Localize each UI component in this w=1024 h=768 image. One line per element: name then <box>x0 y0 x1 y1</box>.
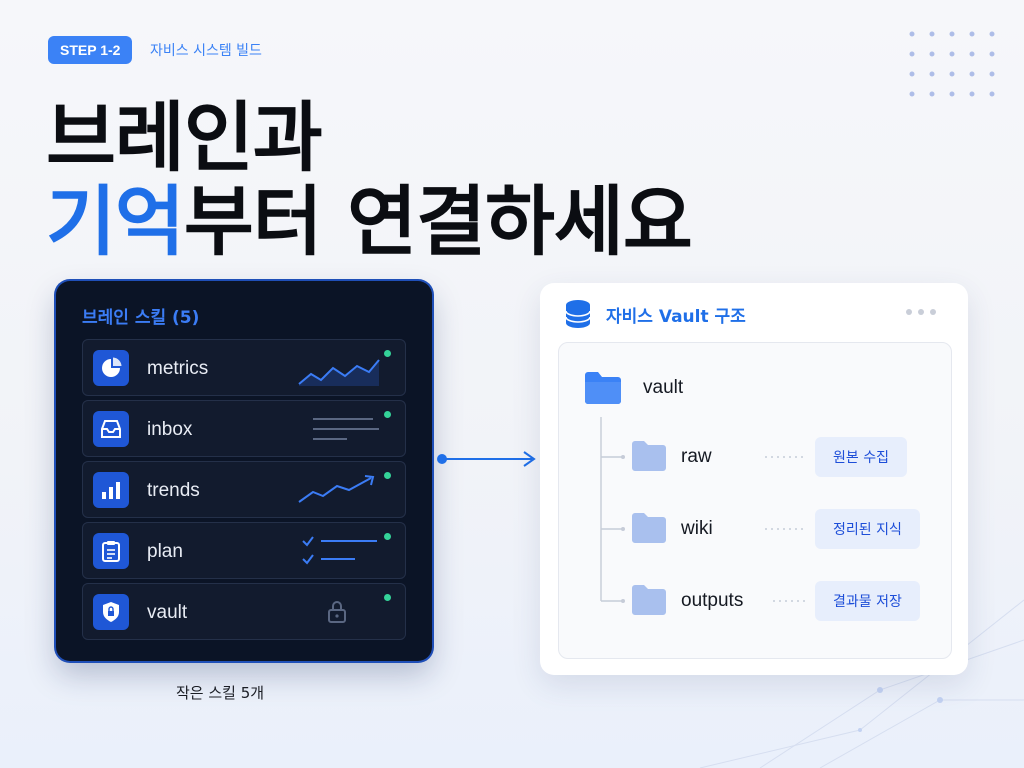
sparkline-icon <box>298 359 380 386</box>
hero-line-1: 브레인과 <box>46 93 323 182</box>
clipboard-checklist-icon <box>93 533 129 569</box>
status-dot <box>384 350 391 357</box>
skill-item-metrics[interactable]: metrics <box>82 339 406 396</box>
skill-label: metrics <box>147 357 209 379</box>
dot-grid-decoration <box>909 31 995 97</box>
hero-accent-word: 기억 <box>46 177 185 266</box>
panel-caption: 작은 스킬 5개 <box>176 684 265 702</box>
vault-card-title: 자비스 Vault 구조 <box>606 306 746 327</box>
vault-structure-card: 자비스 Vault 구조 vault raw 원본 수집 <box>540 283 968 675</box>
brain-panel-title: 브레인 스킬 (5) <box>82 308 200 328</box>
status-dot <box>384 472 391 479</box>
skill-item-inbox[interactable]: inbox <box>82 400 406 457</box>
folder-tree: vault raw 원본 수집 wiki 정리된 지식 outputs 결과물 … <box>558 342 952 659</box>
folder-label-wiki[interactable]: wiki <box>681 518 713 539</box>
status-dot <box>384 411 391 418</box>
checklist-icon <box>302 536 377 565</box>
hero-line-2: 기억부터 연결하세요 <box>46 177 693 266</box>
connector-arrow <box>437 451 536 467</box>
brain-skills-panel: 브레인 스킬 (5) metrics inbox trends <box>56 281 432 661</box>
more-options-icon[interactable] <box>906 309 936 315</box>
inbox-tray-icon <box>93 411 129 447</box>
padlock-icon <box>328 601 346 623</box>
folder-tag-outputs: 결과물 저장 <box>815 581 920 621</box>
root-folder-label: vault <box>643 377 684 398</box>
skill-label: inbox <box>147 418 193 440</box>
step-subtitle: 자비스 시스템 빌드 <box>150 43 262 59</box>
folder-icon <box>632 585 666 615</box>
folder-label-outputs[interactable]: outputs <box>681 590 744 611</box>
text-lines-icon <box>313 418 379 440</box>
status-dot <box>384 533 391 540</box>
step-badge: STEP 1-2 <box>48 36 133 64</box>
status-dot <box>384 594 391 601</box>
pie-chart-icon <box>93 350 129 386</box>
tree-connector-lines <box>600 417 807 603</box>
folder-tag-wiki: 정리된 지식 <box>815 509 920 549</box>
skill-item-vault[interactable]: vault <box>82 583 406 640</box>
skill-item-plan[interactable]: plan <box>82 522 406 579</box>
folder-icon <box>632 513 666 543</box>
folder-icon <box>632 441 666 471</box>
skill-label: vault <box>147 601 188 623</box>
database-icon <box>565 300 591 328</box>
bar-chart-icon <box>93 472 129 508</box>
skill-label: plan <box>147 540 183 562</box>
hero-heading: 브레인과 기억부터 연결하세요 <box>46 93 693 266</box>
shield-lock-icon <box>93 594 129 630</box>
folder-label-raw[interactable]: raw <box>681 446 712 467</box>
folder-icon <box>585 372 621 404</box>
hero-line-2-rest: 부터 연결하세요 <box>183 177 693 266</box>
folder-tag-raw: 원본 수집 <box>815 437 907 477</box>
skill-item-trends[interactable]: trends <box>82 461 406 518</box>
trend-arrow-icon <box>298 475 375 503</box>
skill-label: trends <box>147 479 200 501</box>
